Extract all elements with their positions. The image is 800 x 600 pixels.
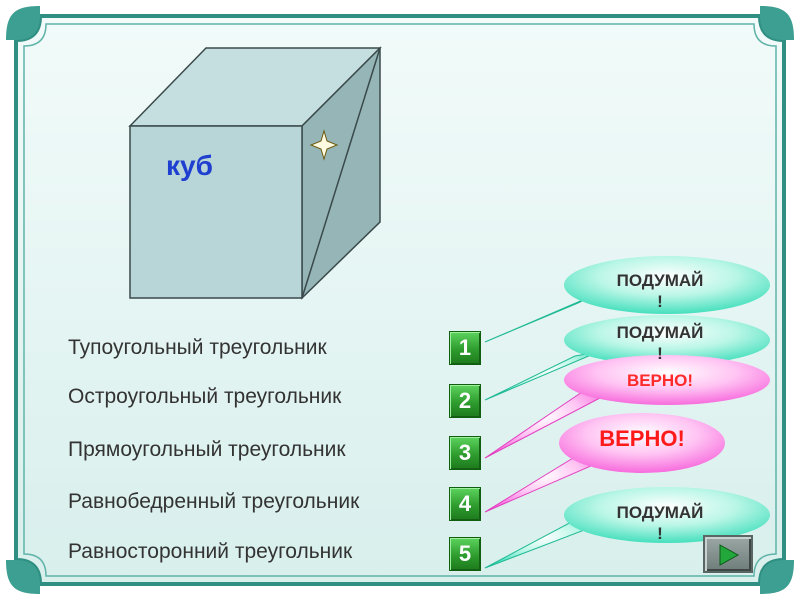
bubble-think-2-line2: !	[657, 344, 663, 363]
bubble-think-5-line2: !	[657, 524, 663, 543]
option-label-1: Тупоугольный треугольник	[68, 336, 327, 359]
option-button-2[interactable]: 2	[449, 384, 481, 418]
cube-front-face	[129, 125, 303, 299]
sparkle-icon	[309, 129, 339, 161]
bubble-think-2-line1: ПОДУМАЙ	[616, 323, 704, 342]
option-label-5: Равносторонний треугольник	[68, 540, 353, 563]
bubble-correct-2	[484, 413, 725, 513]
bubble-think-1	[484, 256, 770, 343]
bubble-think-2-text: ПОДУМАЙ !	[600, 322, 720, 364]
bubble-correct-2-text: ВЕРНО!	[599, 426, 685, 451]
option-button-4[interactable]: 4	[449, 487, 481, 521]
bubble-think-5-text: ПОДУМАЙ !	[600, 502, 720, 544]
bubble-think-5-line1: ПОДУМАЙ	[616, 503, 704, 522]
bubble-think-1-line2: !	[657, 292, 663, 311]
bubble-think-5	[484, 487, 770, 569]
option-label-3: Прямоугольный треугольник	[68, 438, 346, 461]
next-slide-button[interactable]	[703, 535, 753, 573]
bubble-correct-1	[484, 355, 770, 459]
cube-label: куб	[166, 150, 213, 181]
option-label-2: Остроугольный треугольник	[68, 385, 342, 408]
cube-drawing	[128, 46, 382, 300]
bubble-think-1-line1: ПОДУМАЙ	[616, 271, 704, 290]
play-right-icon	[719, 544, 740, 566]
option-button-3[interactable]: 3	[449, 436, 481, 470]
option-button-5[interactable]: 5	[449, 537, 481, 571]
cube-diagonal	[301, 47, 381, 299]
bubble-think-2	[484, 315, 770, 401]
option-label-4: Равнобедренный треугольник	[68, 490, 360, 513]
option-button-1[interactable]: 1	[449, 331, 481, 365]
bubble-think-1-text: ПОДУМАЙ !	[600, 270, 720, 312]
bubble-correct-1-text: ВЕРНО!	[626, 371, 694, 390]
